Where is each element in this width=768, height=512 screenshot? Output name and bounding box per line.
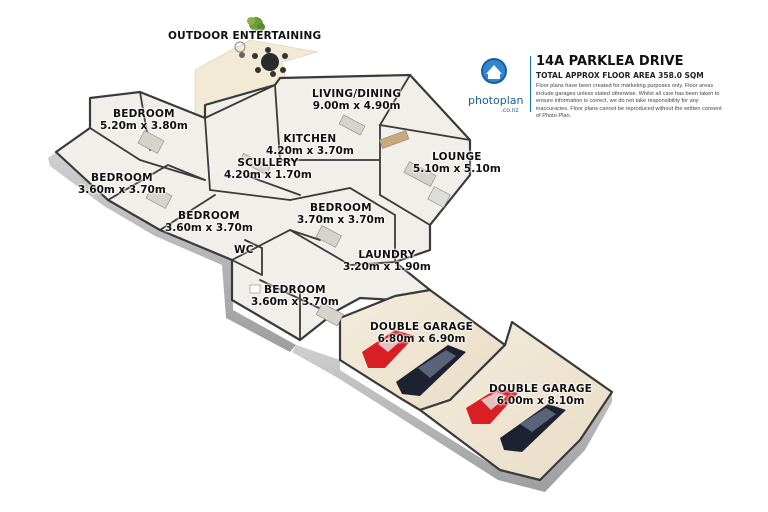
room-dims: 5.20m x 3.80m <box>100 120 188 133</box>
room-name: SCULLERY <box>237 157 299 169</box>
disclaimer-text: Floor plans have been created for market… <box>536 83 722 120</box>
floor-area: TOTAL APPROX FLOOR AREA 358.0 SQM <box>536 71 704 80</box>
room-dims: 6.00m x 8.10m <box>496 395 585 408</box>
red-car-icon-2 <box>466 388 518 424</box>
room-label-bedroom-1: BEDROOM 5.20m x 3.80m <box>100 108 188 132</box>
brand-name: photoplan <box>468 94 524 107</box>
room-label-scullery: SCULLERY 4.20m x 1.70m <box>224 157 312 181</box>
navy-car-icon-2 <box>500 404 566 452</box>
room-label-bedroom-3: BEDROOM 3.60m x 3.70m <box>165 210 253 234</box>
room-name: WC <box>234 244 254 256</box>
room-dims: 9.00m x 4.90m <box>312 100 401 113</box>
room-label-bedroom-4: BEDROOM 3.70m x 3.70m <box>297 202 385 226</box>
outdoor-table-icon <box>234 41 288 77</box>
room-name: LIVING/DINING <box>312 88 402 100</box>
room-name: BEDROOM <box>310 202 372 214</box>
room-label-living-dining: LIVING/DINING 9.00m x 4.90m <box>312 88 401 112</box>
room-name: DOUBLE GARAGE <box>370 321 474 333</box>
title-block: 14A PARKLEA DRIVE TOTAL APPROX FLOOR ARE… <box>536 54 756 121</box>
room-name: BEDROOM <box>113 108 175 120</box>
room-name: DOUBLE GARAGE <box>489 383 593 395</box>
room-name: KITCHEN <box>283 133 337 145</box>
room-name: LAUNDRY <box>358 249 416 261</box>
room-name: LOUNGE <box>432 151 482 163</box>
navy-car-icon <box>396 345 466 396</box>
interior-walls <box>89 74 471 341</box>
room-dims: 3.60m x 3.70m <box>165 222 253 235</box>
red-car-icon <box>362 330 415 368</box>
room-dims: 3.60m x 3.70m <box>251 296 339 309</box>
room-label-bedroom-2: BEDROOM 3.60m x 3.70m <box>78 172 166 196</box>
photoplan-logo-icon <box>481 58 507 84</box>
room-dims: 5.10m x 5.10m <box>413 163 501 176</box>
room-label-bedroom-5: BEDROOM 3.60m x 3.70m <box>251 284 339 308</box>
room-label-double-garage-2: DOUBLE GARAGE 6.00m x 8.10m <box>489 383 592 407</box>
room-label-outdoor-entertaining: OUTDOOR ENTERTAINING <box>168 30 321 42</box>
furniture <box>137 114 451 327</box>
title-divider <box>530 56 531 112</box>
room-label-laundry: LAUNDRY 3.20m x 1.90m <box>343 249 431 273</box>
room-name: BEDROOM <box>264 284 326 296</box>
room-dims: 4.20m x 3.70m <box>266 145 354 158</box>
plant-icon <box>247 17 265 31</box>
room-label-wc: WC <box>234 244 254 256</box>
room-dims: 4.20m x 1.70m <box>224 169 312 182</box>
garage-2-floor <box>418 320 614 482</box>
property-title: 14A PARKLEA DRIVE <box>536 54 684 69</box>
room-dims: 6.80m x 6.90m <box>377 333 466 346</box>
exterior-wall-south <box>292 345 612 492</box>
room-dims: 3.60m x 3.70m <box>78 184 166 197</box>
room-name: OUTDOOR ENTERTAINING <box>168 30 322 42</box>
room-label-lounge: LOUNGE 5.10m x 5.10m <box>413 151 501 175</box>
room-dims: 3.70m x 3.70m <box>297 214 385 227</box>
room-dims: 3.20m x 1.90m <box>343 261 431 274</box>
room-label-double-garage-1: DOUBLE GARAGE 6.80m x 6.90m <box>370 321 473 345</box>
room-name: BEDROOM <box>91 172 153 184</box>
room-name: BEDROOM <box>178 210 240 222</box>
brand-domain: .co.nz <box>501 107 519 114</box>
room-label-kitchen: KITCHEN 4.20m x 3.70m <box>266 133 354 157</box>
